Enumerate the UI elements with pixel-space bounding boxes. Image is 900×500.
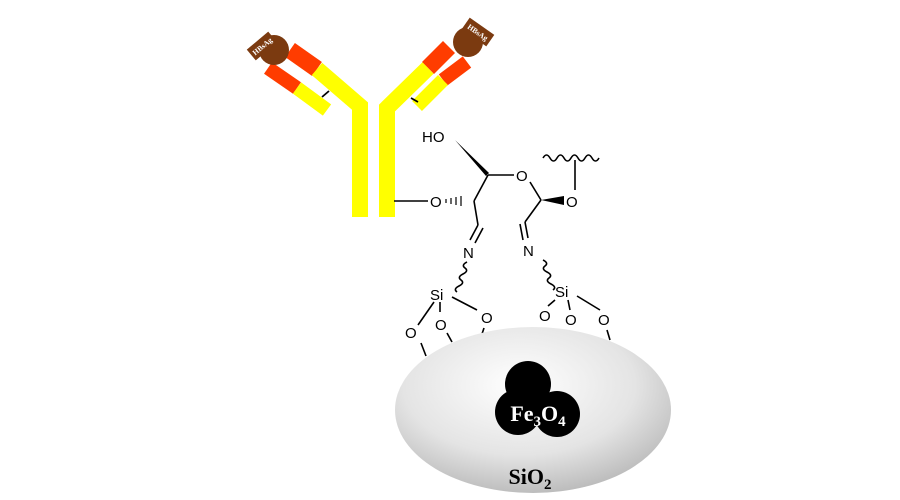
core-label: Fe3O4 <box>510 401 566 430</box>
antigen-right: HBsAg <box>453 17 495 57</box>
atom-n-right: N <box>523 243 534 260</box>
atom-o-ring: O <box>516 168 528 185</box>
atom-si-right: Si <box>555 284 568 301</box>
atom-o-link: O <box>430 194 442 211</box>
hashed-bond <box>445 196 462 206</box>
atom-o-glyco: O <box>566 194 578 211</box>
atom-o: O <box>481 310 493 327</box>
light-chain-right <box>410 56 472 111</box>
atom-o: O <box>435 317 447 334</box>
atom-si-left: Si <box>430 287 443 304</box>
heavy-chain-right <box>379 40 456 217</box>
magnetite-core: Fe3O4 <box>495 361 580 437</box>
wedge-bond-right <box>541 196 564 205</box>
wavy-linker-right <box>542 259 556 291</box>
glycan-linker: O HO O O N N Si O O O <box>394 129 611 357</box>
atom-ho: HO <box>422 129 445 146</box>
light-chain-left <box>264 62 332 116</box>
antigen-left: HBsAg <box>246 31 289 65</box>
wavy-linker-left <box>454 261 468 293</box>
antibody: HBsAg HBsAg <box>246 17 495 217</box>
atom-n-left: N <box>463 245 474 262</box>
shell-label: SiO2 <box>509 464 552 493</box>
wedge-bond <box>455 140 489 176</box>
atom-o: O <box>598 312 610 329</box>
atom-o: O <box>405 325 417 342</box>
wavy-bond <box>542 154 600 162</box>
heavy-chain-left <box>285 43 368 217</box>
atom-o: O <box>539 308 551 325</box>
atom-o: O <box>565 312 577 329</box>
